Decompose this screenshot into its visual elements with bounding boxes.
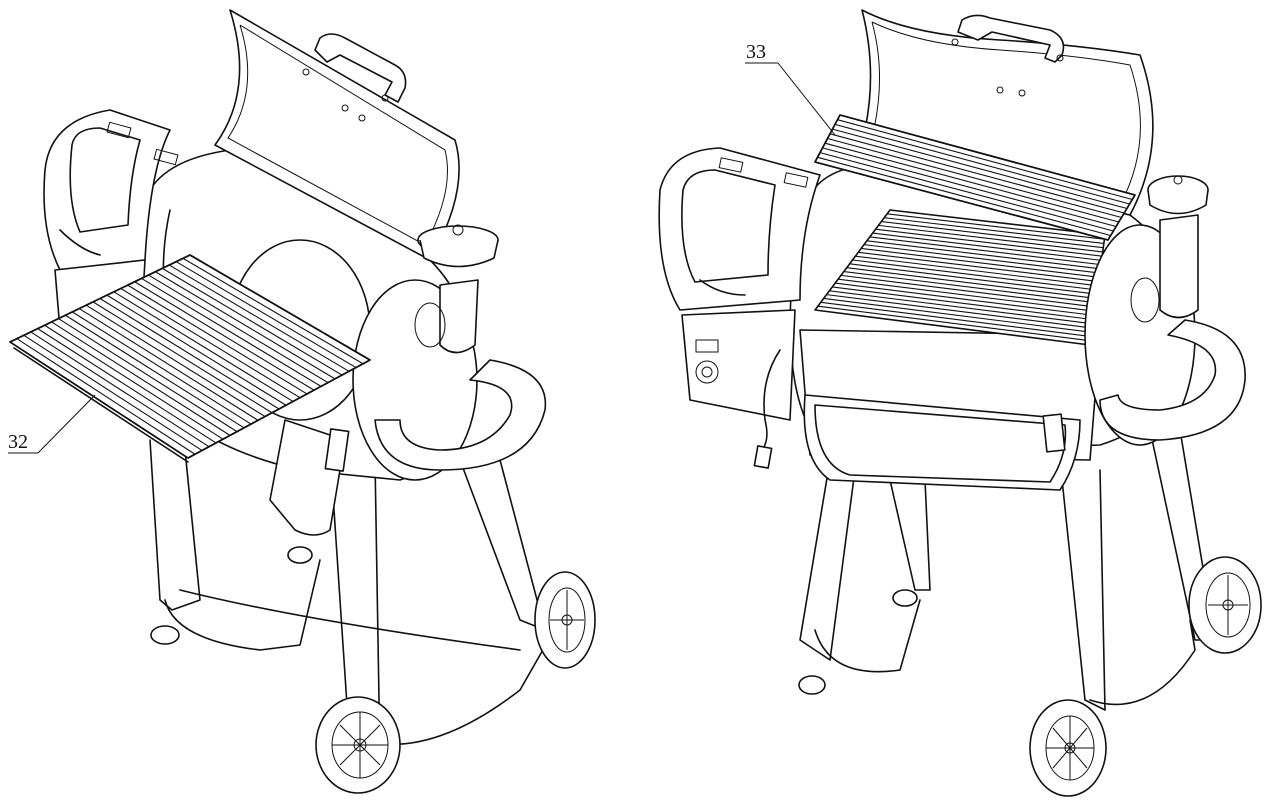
right-warming-rack-bar: [827, 137, 1122, 219]
left-grate-bar: [44, 324, 224, 440]
right-lid-handle: [957, 14, 1065, 63]
right-main-grate-bar: [832, 286, 1094, 321]
right-warming-rack-bar: [834, 123, 1130, 205]
left-wheel-rear: [534, 571, 596, 669]
left-grate-bar: [99, 298, 280, 410]
right-main-grate-bar: [838, 278, 1095, 312]
right-grill-illustration: 33: [658, 9, 1262, 797]
right-main-grate-bar: [878, 224, 1103, 253]
right-main-grate-bar: [823, 297, 1092, 333]
left-wheel-front: [315, 696, 401, 794]
left-grate-bar: [30, 331, 210, 448]
left-front-panel: [269, 419, 350, 536]
right-cart-frame: [798, 429, 1216, 711]
right-main-grate-bar: [817, 305, 1091, 342]
left-grate-bar: [127, 284, 308, 395]
right-controller-panel: [681, 309, 796, 421]
right-main-grate-bar: [820, 301, 1092, 338]
left-foot-2: [287, 546, 313, 564]
right-wheel-front: [1029, 699, 1107, 797]
left-foot-1: [150, 625, 180, 645]
right-main-grate-bar: [826, 294, 1093, 329]
right-smokestack: [1159, 214, 1199, 319]
left-grate-bar: [85, 304, 266, 418]
right-main-grate-bar: [887, 213, 1105, 240]
left-end-cap: [352, 224, 547, 481]
right-controller-dial: [695, 360, 719, 384]
right-end-cap: [1042, 175, 1246, 453]
callout-32: 32: [8, 394, 96, 454]
left-grill-illustration: 32: [8, 9, 596, 794]
left-grate-32: [9, 254, 371, 463]
right-main-grate-bar: [835, 282, 1095, 316]
right-warming-rack-bar: [829, 133, 1125, 214]
left-side-shelf: [374, 359, 547, 471]
left-grate-bar: [58, 318, 238, 433]
right-main-grate-bar: [829, 290, 1093, 325]
left-grate-bar: [175, 261, 357, 369]
left-grate-bar: [182, 257, 364, 365]
right-main-grate-bar: [881, 220, 1104, 249]
right-warming-rack-bar: [819, 152, 1114, 232]
left-grate-bar: [168, 264, 350, 372]
left-open-lid: [214, 9, 460, 261]
right-main-grate-bar: [846, 267, 1097, 300]
left-grate-bar: [134, 281, 315, 391]
right-warming-rack-bar: [817, 156, 1111, 237]
left-grate-bar: [120, 287, 301, 399]
right-power-cord: [753, 349, 781, 469]
right-main-grate: [814, 209, 1106, 346]
left-grate-bar: [92, 301, 273, 414]
right-main-grate-bar: [840, 274, 1096, 308]
right-main-grate-bar: [866, 240, 1101, 270]
left-grate-bar: [51, 321, 231, 436]
right-main-grate-bar: [861, 247, 1100, 278]
left-grate-bar: [162, 267, 343, 376]
right-warming-rack-bar: [824, 142, 1119, 223]
left-grate-bar: [141, 277, 322, 387]
left-grate-bar: [78, 308, 259, 421]
left-grate-bar: [23, 334, 203, 451]
left-grate-bar: [155, 271, 336, 380]
right-main-grate-bar: [884, 217, 1104, 245]
left-cart-frame: [149, 439, 561, 761]
right-foot-1: [798, 675, 826, 695]
right-main-grate-bar: [852, 259, 1098, 291]
left-grate-bar: [106, 294, 287, 406]
right-warming-rack-bar: [837, 119, 1133, 201]
left-grate-bar: [16, 338, 196, 455]
left-grate-bar: [37, 328, 217, 444]
right-main-grate-bar: [855, 255, 1099, 287]
left-smokestack: [439, 279, 479, 354]
left-grate-bar: [65, 314, 245, 429]
right-hopper: [658, 147, 821, 421]
left-grate-bar: [113, 291, 294, 402]
right-foot-2: [892, 589, 918, 607]
right-wheel-rear: [1188, 556, 1262, 654]
callout-32-label: 32: [8, 431, 28, 453]
right-main-grate-bar: [858, 251, 1099, 283]
right-main-grate-bar: [872, 232, 1102, 261]
right-warming-rack-bar: [832, 128, 1128, 210]
right-side-shelf: [1099, 319, 1246, 441]
callout-33: 33: [745, 41, 836, 136]
right-main-grate-bar: [869, 236, 1102, 266]
right-main-grate-bar: [849, 263, 1097, 295]
right-main-grate-bar: [863, 244, 1100, 274]
left-lid-handle: [314, 33, 407, 103]
left-grate-bar: [148, 274, 329, 384]
right-main-grate-bar: [843, 270, 1096, 304]
left-grate-bar: [72, 311, 252, 425]
right-warming-rack-bar: [822, 147, 1117, 228]
callout-33-label: 33: [746, 41, 766, 63]
right-main-grate-bar: [875, 228, 1103, 257]
